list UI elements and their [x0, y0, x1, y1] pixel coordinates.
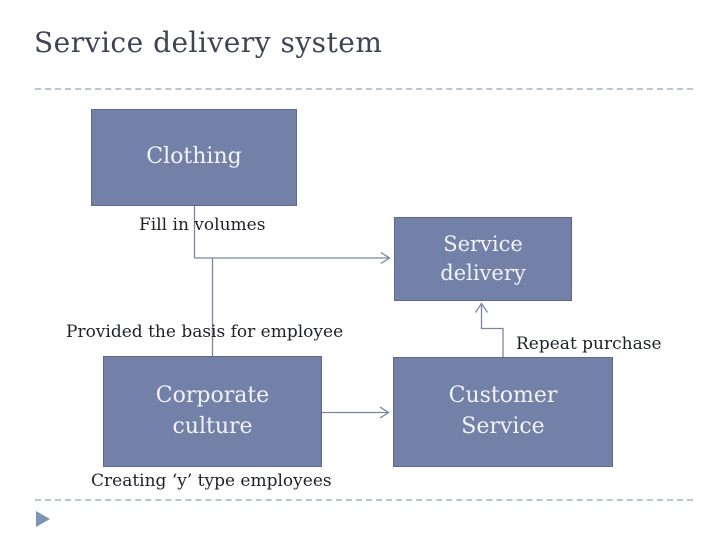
edge-customer-to-service-delivery [480, 305, 504, 357]
top-dashed-divider [35, 88, 693, 90]
node-corporate-culture: Corporate culture [103, 356, 322, 467]
bottom-dashed-divider [35, 499, 693, 501]
slide-title: Service delivery system [34, 26, 383, 59]
label-provided-basis-for-employee: Provided the basis for employee [66, 322, 344, 342]
node-customer-service: Customer Service [393, 357, 613, 467]
label-fill-in-volumes: Fill in volumes [139, 215, 266, 235]
node-service-delivery: Service delivery [394, 217, 572, 301]
right-triangle-icon [36, 511, 50, 527]
node-customer-service-label: Customer Service [448, 383, 558, 439]
edge-customer-to-service-delivery-arrowhead [474, 302, 489, 313]
node-clothing-label: Clothing [146, 144, 242, 170]
edge-clothing-to-service-delivery-arrowhead [380, 251, 391, 265]
node-corporate-culture-label: Corporate culture [155, 382, 270, 439]
node-clothing: Clothing [91, 109, 297, 206]
label-creating-y-type-employees: Creating ‘y’ type employees [91, 471, 332, 491]
label-repeat-purchase: Repeat purchase [516, 334, 662, 354]
node-service-delivery-label: Service delivery [440, 231, 526, 285]
edge-corporate-to-customer-arrowhead [379, 406, 390, 419]
